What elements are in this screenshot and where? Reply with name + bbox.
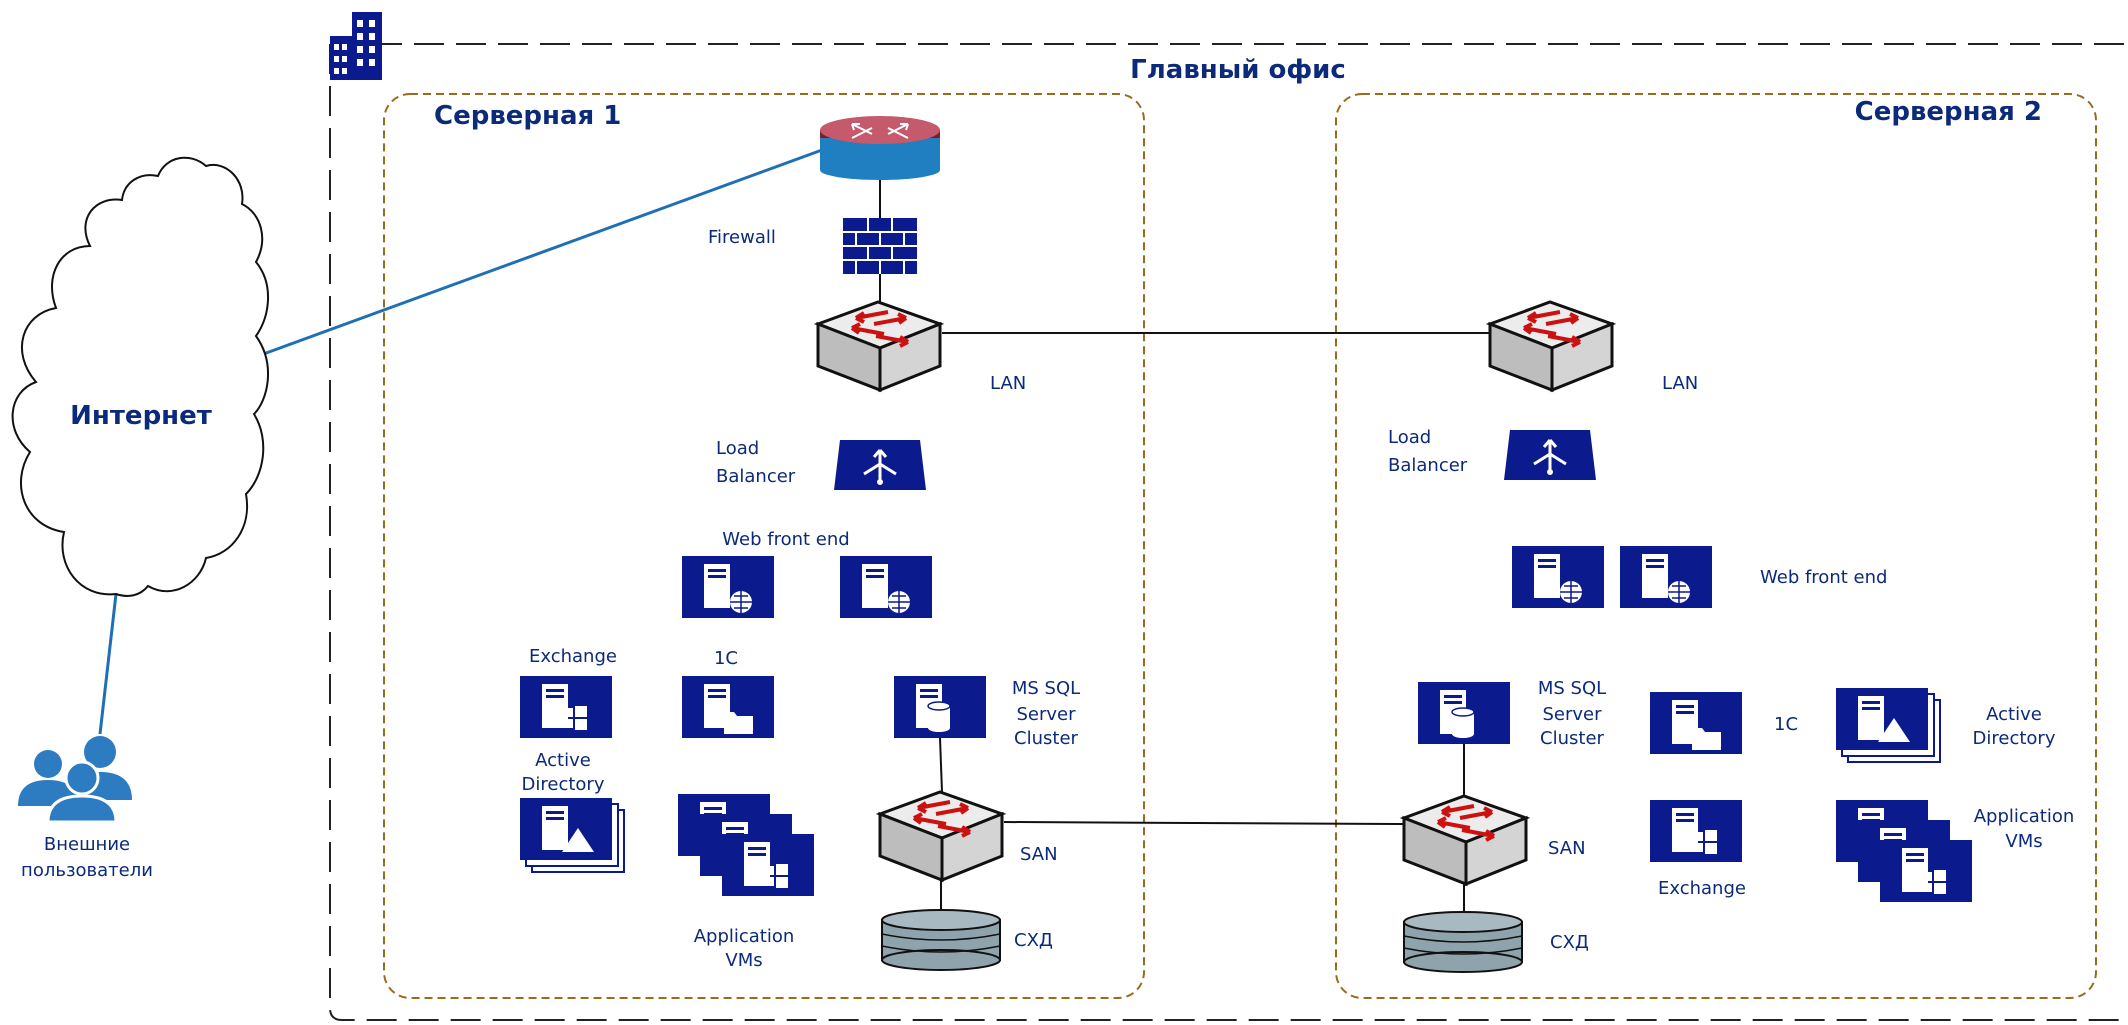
- lan-label-1: LAN: [990, 373, 1026, 394]
- san-switch-2: [1402, 794, 1528, 886]
- lb-label-2b: Balancer: [1388, 455, 1468, 476]
- server-room-2-border: [1335, 93, 2097, 999]
- active-directory-1: [520, 798, 625, 873]
- web-server-2a: [1512, 546, 1604, 608]
- ad-label-1a: Active: [535, 750, 591, 771]
- ad-label-1b: Directory: [522, 774, 605, 795]
- lb-label-1a: Load: [716, 438, 759, 459]
- ad-label-2b: Directory: [1973, 728, 2056, 749]
- internet-to-users-link: [98, 593, 118, 735]
- web-front-end-label-1: Web front end: [722, 529, 849, 550]
- sql1-san1-link: [939, 737, 943, 793]
- sql-label-1a: MS SQL: [1012, 678, 1080, 699]
- application-vms-2: [1836, 800, 1972, 902]
- sql-server-2: [1418, 682, 1510, 744]
- firewall-icon: [843, 218, 917, 274]
- sql-label-2c: Cluster: [1540, 728, 1604, 749]
- building-icon: [330, 12, 382, 80]
- sql-label-1b: Server: [1016, 704, 1076, 725]
- lb-label-1b: Balancer: [716, 466, 796, 487]
- firewall-label: Firewall: [708, 227, 776, 248]
- lb-label-2a: Load: [1388, 427, 1431, 448]
- vms-label-1a: Application: [694, 926, 795, 947]
- main-office-title: Главный офис: [1130, 55, 1346, 85]
- lan-switch-2: [1488, 300, 1614, 392]
- application-vms-1: [678, 794, 814, 896]
- storage-1: [881, 909, 1001, 971]
- san1-san2-link: [1003, 821, 1405, 825]
- server-room-2-title: Серверная 2: [1855, 97, 2042, 127]
- exchange-server-1: [520, 676, 612, 738]
- exchange-label-2: Exchange: [1658, 878, 1746, 899]
- san-label-2: SAN: [1548, 838, 1586, 859]
- web-server-1a: [682, 556, 774, 618]
- load-balancer-1: [832, 438, 928, 492]
- sql-label-2a: MS SQL: [1538, 678, 1606, 699]
- vms-label-2b: VMs: [2005, 831, 2042, 852]
- main-office-border: [329, 43, 2128, 1021]
- onec-label-2: 1C: [1774, 714, 1798, 735]
- ad-label-2a: Active: [1986, 704, 2042, 725]
- sql-server-1: [894, 676, 986, 738]
- external-users-label-2: пользователи: [21, 860, 153, 881]
- sql-label-2b: Server: [1542, 704, 1602, 725]
- lan-switch-1: [816, 300, 942, 392]
- sql-label-1c: Cluster: [1014, 728, 1078, 749]
- server-room-1-border: [383, 93, 1145, 999]
- san-label-1: SAN: [1020, 844, 1058, 865]
- onec-label-1: 1C: [714, 648, 738, 669]
- server-room-1-title: Серверная 1: [434, 101, 621, 131]
- users-icon: [18, 736, 132, 824]
- web-server-2b: [1620, 546, 1712, 608]
- active-directory-2: [1836, 688, 1941, 763]
- lan-label-2: LAN: [1662, 373, 1698, 394]
- exchange-label-1: Exchange: [529, 646, 617, 667]
- storage-label-2: СХД: [1550, 932, 1589, 953]
- router-icon: [820, 116, 940, 180]
- web-front-end-label-2: Web front end: [1760, 567, 1887, 588]
- storage-2: [1403, 911, 1523, 973]
- load-balancer-2: [1502, 428, 1598, 482]
- onec-server-1: [682, 676, 774, 738]
- internet-label: Интернет: [70, 401, 212, 431]
- external-users-label-1: Внешние: [44, 834, 130, 855]
- storage-label-1: СХД: [1014, 930, 1053, 951]
- exchange-server-2: [1650, 800, 1742, 862]
- internet-cloud: [11, 156, 269, 597]
- onec-server-2: [1650, 692, 1742, 754]
- internet-to-router-link: [257, 148, 823, 358]
- vms-label-1b: VMs: [725, 950, 762, 971]
- web-server-1b: [840, 556, 932, 618]
- vms-label-2a: Application: [1974, 806, 2075, 827]
- san-switch-1: [878, 790, 1004, 882]
